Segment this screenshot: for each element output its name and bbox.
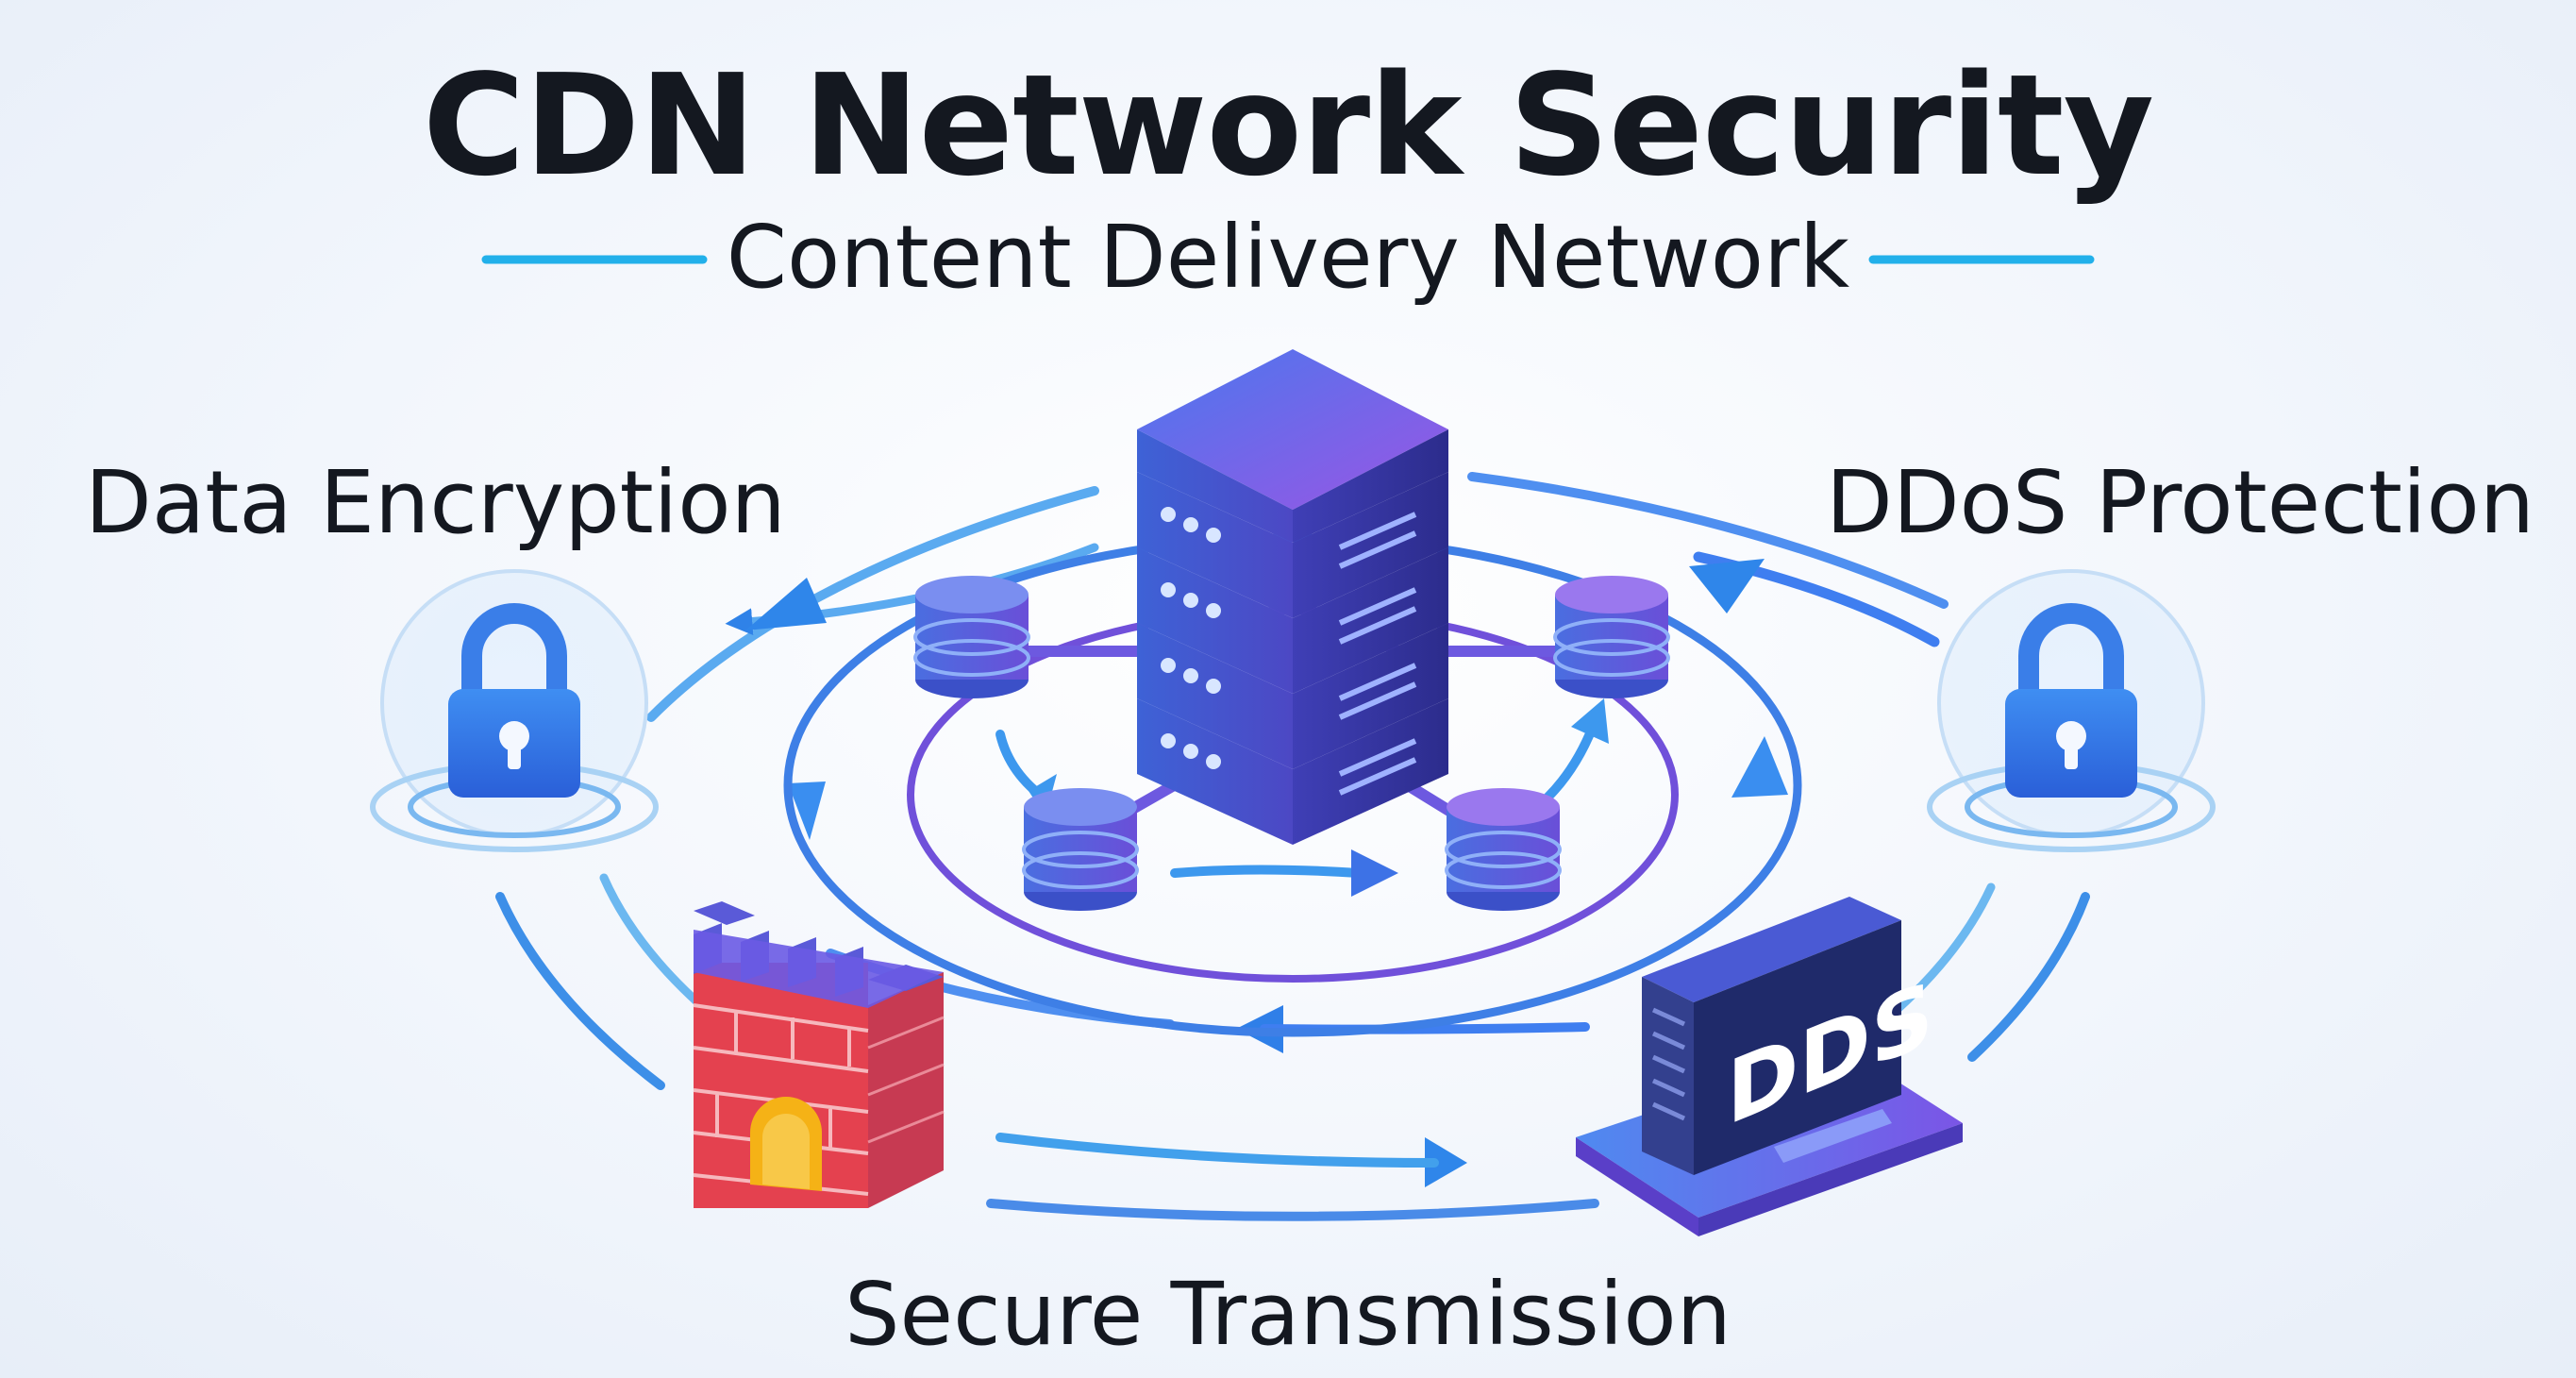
arrow-left-inner xyxy=(788,781,826,840)
label-data-encryption: Data Encryption xyxy=(85,452,786,553)
page-title: CDN Network Security xyxy=(422,44,2154,207)
arrow-left-outer xyxy=(745,578,827,630)
hub-arrow-3 xyxy=(1571,698,1609,744)
arrow-right-inner xyxy=(1731,736,1788,798)
database-node-top-right xyxy=(1553,576,1670,698)
database-node-bottom-left xyxy=(1022,788,1139,911)
right-lock-group xyxy=(1927,569,2216,852)
page-subtitle: Content Delivery Network xyxy=(726,207,1850,308)
padlock-icon-left xyxy=(448,603,580,798)
database-node-bottom-right xyxy=(1445,788,1562,911)
firewall-brick-icon xyxy=(693,901,945,1208)
label-secure-transmission: Secure Transmission xyxy=(845,1264,1731,1365)
label-ddos-protection: DDoS Protection xyxy=(1826,452,2535,553)
ddos-appliance-icon: DDS xyxy=(1576,897,1963,1236)
hub-arrow-2 xyxy=(1351,849,1398,897)
arrow-right-outer xyxy=(1689,559,1765,613)
database-node-top-left xyxy=(913,576,1030,698)
server-stack-icon xyxy=(1137,349,1448,845)
left-lock-group xyxy=(370,569,659,852)
arrow-bottom-outer xyxy=(1425,1137,1467,1187)
padlock-icon-right xyxy=(2005,603,2137,798)
